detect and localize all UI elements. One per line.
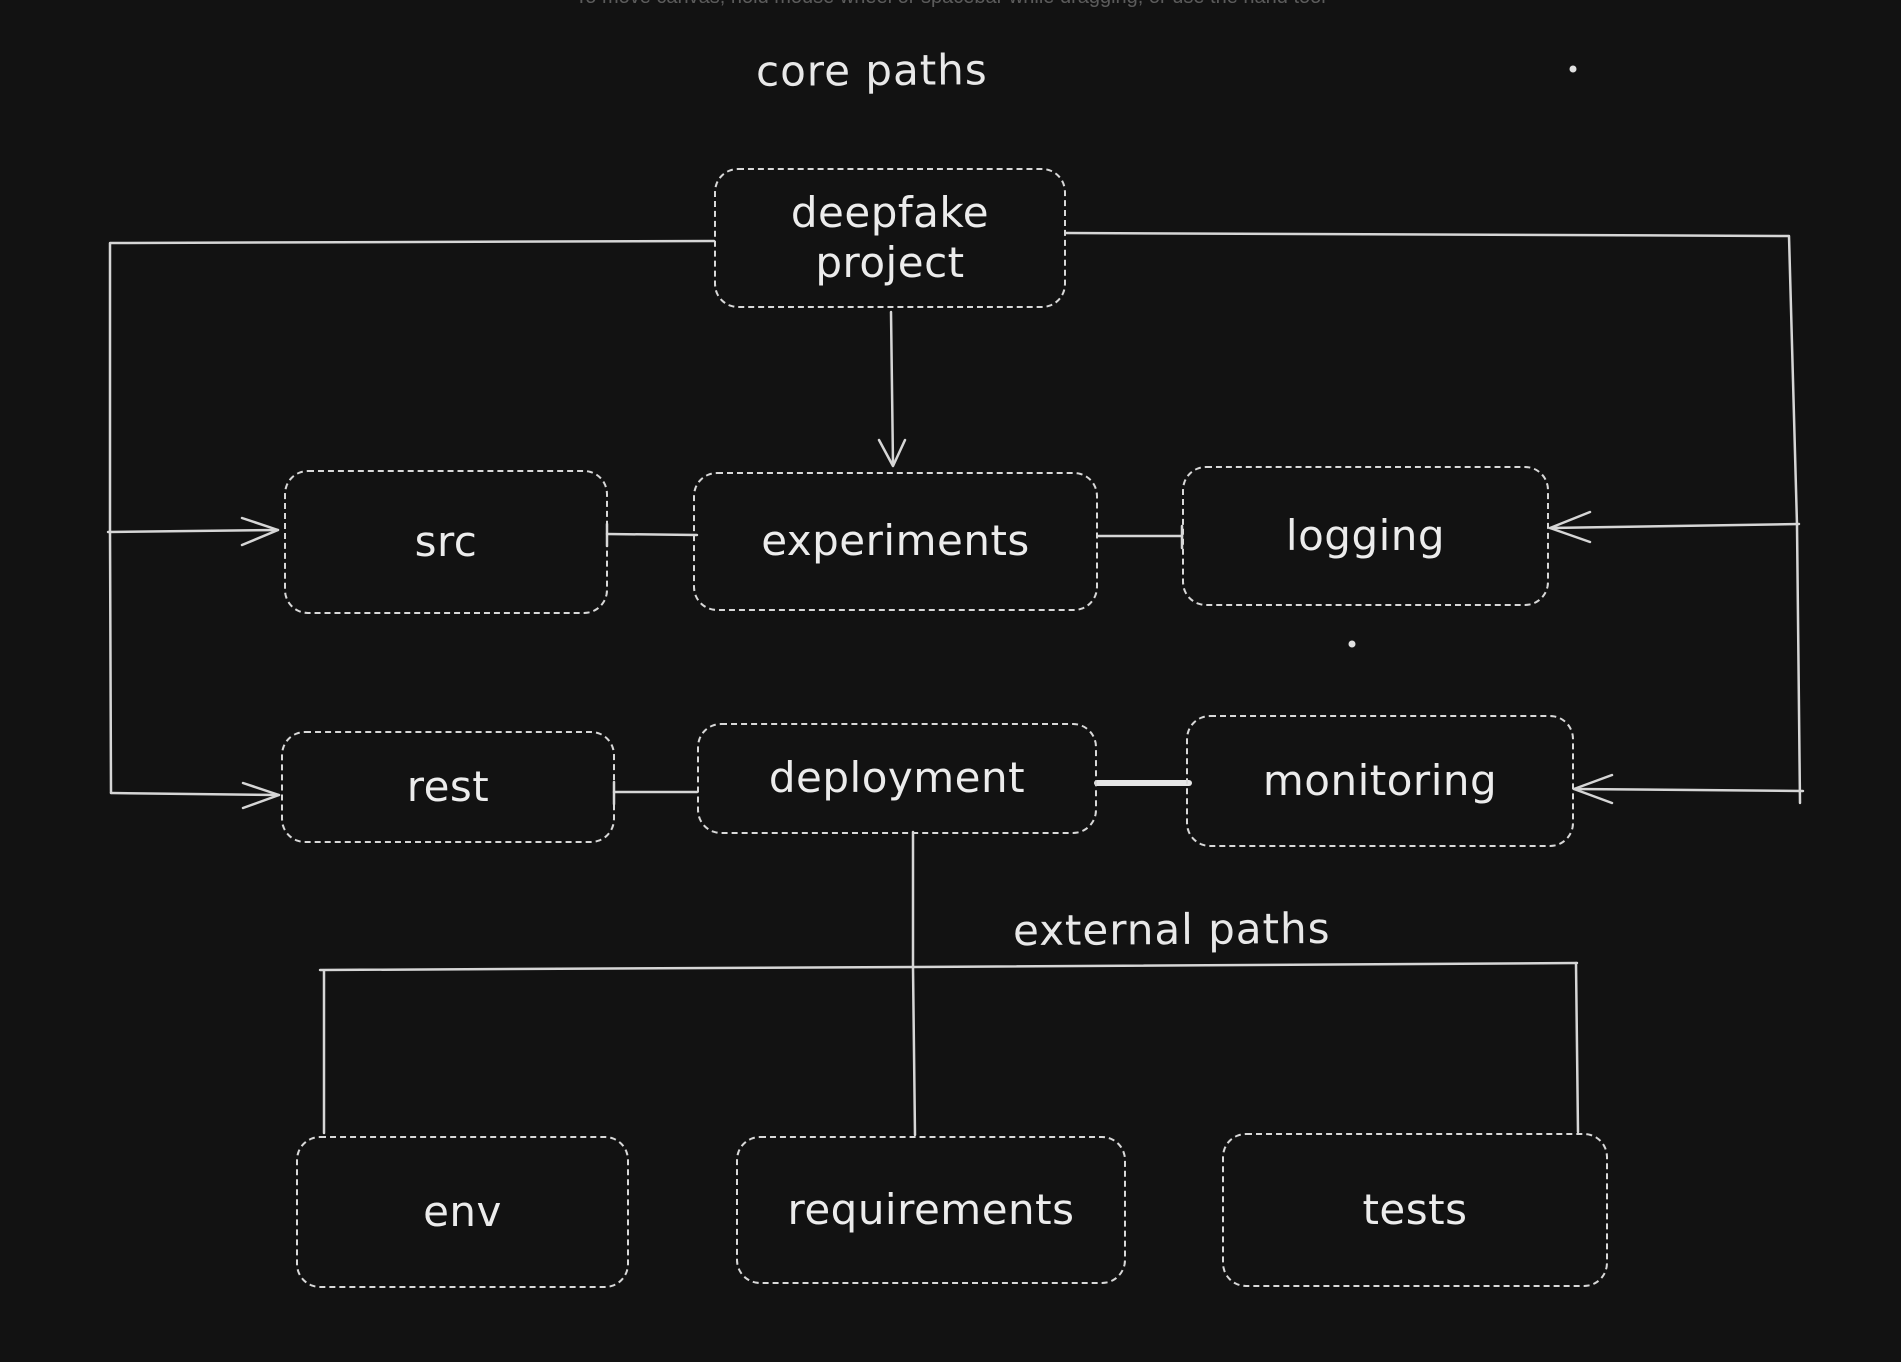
node-src[interactable]: src <box>284 470 608 614</box>
edge-root-experiments <box>889 310 895 466</box>
node-deployment-label: deployment <box>768 753 1026 803</box>
node-deployment[interactable]: deployment <box>697 723 1097 834</box>
node-rest[interactable]: rest <box>281 731 615 843</box>
node-logging-label: logging <box>1285 510 1446 560</box>
node-deepfake-project[interactable]: deepfake project <box>714 168 1066 308</box>
node-rest-label: rest <box>406 761 490 811</box>
edge-bus-src <box>106 528 280 534</box>
canvas-dot <box>1348 640 1356 648</box>
edge-root-experiments-arrowhead <box>877 438 907 468</box>
edge-bus-monitoring-arrowhead <box>1572 773 1614 805</box>
edge-external-bus <box>318 961 1579 972</box>
core-paths-label: core paths <box>755 45 988 96</box>
node-monitoring[interactable]: monitoring <box>1186 715 1574 847</box>
node-env[interactable]: env <box>296 1136 629 1288</box>
edge-src-experiments <box>605 532 699 537</box>
node-tests[interactable]: tests <box>1222 1133 1608 1287</box>
canvas-dot <box>1569 65 1577 73</box>
node-monitoring-label: monitoring <box>1262 755 1498 805</box>
edge-bus-rest-arrowhead <box>241 781 281 810</box>
edge-bus-logging-arrowhead <box>1548 510 1592 544</box>
node-experiments[interactable]: experiments <box>693 472 1098 611</box>
edge-bus-src-arrowhead <box>240 516 280 547</box>
edge-root-right-bus <box>1064 231 1802 805</box>
node-logging[interactable]: logging <box>1182 466 1549 606</box>
node-experiments-label: experiments <box>761 516 1030 566</box>
edge-bus-monitoring <box>1572 787 1805 793</box>
external-paths-label: external paths <box>1012 903 1331 956</box>
edge-deployment-external-trunk <box>911 830 917 1137</box>
edge-root-left-bus <box>108 239 716 795</box>
edge-bus-tests <box>1574 961 1580 1134</box>
node-requirements[interactable]: requirements <box>736 1136 1126 1284</box>
node-tests-label: tests <box>1362 1184 1468 1234</box>
node-src-label: src <box>414 516 478 566</box>
edge-bus-logging <box>1548 522 1801 530</box>
node-env-label: env <box>423 1186 502 1236</box>
node-deepfake-project-label: deepfake project <box>790 187 990 287</box>
canvas-hint: To move canvas, hold mouse wheel or spac… <box>0 0 1901 9</box>
edge-bus-rest <box>109 791 281 797</box>
node-requirements-label: requirements <box>787 1184 1075 1234</box>
